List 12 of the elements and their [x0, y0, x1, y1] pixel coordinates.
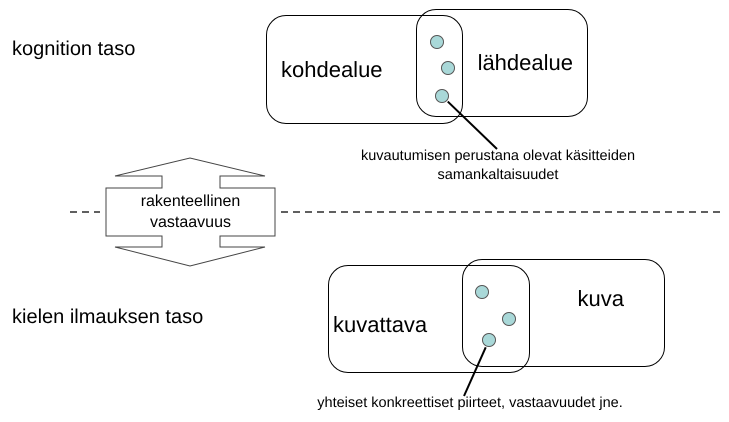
circle-marker: [430, 35, 444, 49]
circle-marker: [441, 61, 455, 75]
leader-line: [463, 346, 487, 396]
leader-line: [447, 100, 498, 150]
callout-text: yhteiset konkreettiset piirteet, vastaavuudet jne.: [200, 394, 729, 416]
circle-marker: [475, 285, 489, 299]
callout-text: kuvautumisen perustana olevat käsitteiden samankaltaisuudet: [350, 147, 646, 193]
level-label: kielen ilmauksen taso: [12, 306, 204, 329]
circle-marker: [482, 333, 496, 347]
level-label: kognition taso: [12, 38, 136, 61]
circle-marker: [435, 89, 449, 103]
circle-marker: [502, 312, 516, 326]
